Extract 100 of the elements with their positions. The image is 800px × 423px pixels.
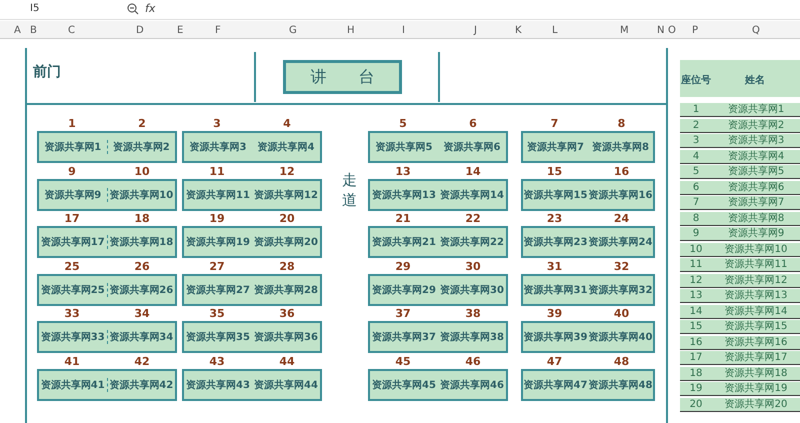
student-name: 资源共享网22: [439, 235, 505, 249]
desk-box: [182, 131, 322, 163]
seat-number: 28: [278, 260, 296, 273]
seat-number: 39: [546, 307, 564, 320]
seat-number: 9: [67, 165, 77, 178]
student-name: 资源共享网23: [523, 235, 588, 249]
student-name: 资源共享网19: [712, 382, 800, 396]
seat-number: 34: [133, 307, 151, 320]
seat-number: 17: [680, 351, 712, 365]
desk-box: [521, 369, 655, 401]
seat-number: 1: [680, 103, 712, 117]
seat-number: 26: [133, 260, 151, 273]
door-label: 前门: [33, 63, 61, 81]
student-name: 资源共享网12: [712, 274, 800, 288]
seat-number: 15: [680, 320, 712, 334]
student-name: 资源共享网13: [371, 188, 437, 202]
column-header: L: [552, 25, 558, 36]
student-name: 资源共享网1: [712, 103, 800, 117]
seat-number: 5: [398, 117, 408, 130]
column-header: F: [215, 25, 221, 36]
column-header: K: [515, 25, 522, 36]
desk-box: [368, 321, 508, 353]
student-name: 资源共享网13: [712, 289, 800, 303]
column-header: D: [136, 25, 144, 36]
seat-number: 10: [133, 165, 151, 178]
column-header: N: [657, 25, 664, 36]
student-name: 资源共享网27: [185, 283, 251, 297]
desk-box: [368, 131, 508, 163]
seat-number: 25: [63, 260, 81, 273]
student-name: 资源共享网39: [523, 330, 588, 344]
student-name: 资源共享网40: [588, 330, 653, 344]
student-name: 资源共享网11: [185, 188, 251, 202]
student-name: 资源共享网15: [712, 320, 800, 334]
student-name: 资源共享网12: [253, 188, 319, 202]
student-name: 资源共享网36: [253, 330, 319, 344]
seat-number: 20: [680, 398, 712, 412]
student-name: 资源共享网25: [39, 283, 108, 297]
student-name: 资源共享网2: [112, 140, 171, 154]
desk-box: [521, 179, 655, 211]
seat-number: 11: [680, 258, 712, 272]
desk-box: [37, 369, 177, 401]
student-name: 资源共享网33: [39, 330, 108, 344]
seat-number: 17: [63, 212, 81, 225]
function-label: fx: [145, 2, 156, 15]
student-name: 资源共享网14: [712, 304, 800, 318]
seat-number: 44: [278, 355, 296, 368]
column-header: P: [692, 25, 698, 36]
cell-reference: I5: [30, 3, 40, 14]
seat-number: 9: [680, 227, 712, 241]
column-header: Q: [752, 25, 760, 36]
seat-number: 6: [468, 117, 478, 130]
desk-box: [368, 369, 508, 401]
seat-number: 21: [394, 212, 412, 225]
student-name: 资源共享网18: [712, 366, 800, 380]
seat-number: 27: [208, 260, 226, 273]
seat-number: 6: [680, 180, 712, 194]
seat-number: 14: [464, 165, 482, 178]
seat-number: 19: [680, 382, 712, 396]
student-name: 资源共享网24: [588, 235, 653, 249]
student-name: 资源共享网35: [185, 330, 251, 344]
seat-number: 2: [137, 117, 147, 130]
seat-number: 3: [680, 134, 712, 148]
student-name: 资源共享网28: [253, 283, 319, 297]
desk-box: [368, 179, 508, 211]
column-header: H: [347, 25, 355, 36]
student-name: 资源共享网3: [712, 134, 800, 148]
student-name: 资源共享网10: [108, 188, 174, 202]
seat-number: 42: [133, 355, 151, 368]
seat-number: 41: [63, 355, 81, 368]
column-header: G: [289, 25, 297, 36]
seat-number: 3: [212, 117, 222, 130]
seat-number: 37: [394, 307, 412, 320]
student-name: 资源共享网16: [712, 336, 800, 350]
seat-number: 19: [208, 212, 226, 225]
student-name: 资源共享网47: [523, 378, 588, 392]
student-name: 资源共享网15: [523, 188, 588, 202]
column-header: J: [474, 25, 477, 36]
student-name: 资源共享网6: [442, 140, 502, 154]
column-header: E: [177, 25, 184, 36]
student-name: 资源共享网26: [108, 283, 174, 297]
table-header: 姓名: [745, 74, 765, 87]
student-name: 资源共享网19: [185, 235, 251, 249]
seat-number: 7: [550, 117, 560, 130]
seat-number: 11: [208, 165, 226, 178]
seat-number: 43: [208, 355, 226, 368]
seat-number: 30: [464, 260, 482, 273]
seat-number: 40: [612, 307, 630, 320]
seat-number: 48: [612, 355, 630, 368]
student-name: 资源共享网38: [439, 330, 505, 344]
seat-number: 16: [612, 165, 630, 178]
seat-number: 5: [680, 165, 712, 179]
seat-number: 16: [680, 336, 712, 350]
desk-box: [521, 131, 655, 163]
seat-number: 2: [680, 118, 712, 132]
seat-number: 8: [680, 212, 712, 226]
seat-number: 20: [278, 212, 296, 225]
seat-number: 38: [464, 307, 482, 320]
seat-number: 18: [680, 366, 712, 380]
desk-box: [521, 321, 655, 353]
student-name: 资源共享网7: [712, 196, 800, 210]
